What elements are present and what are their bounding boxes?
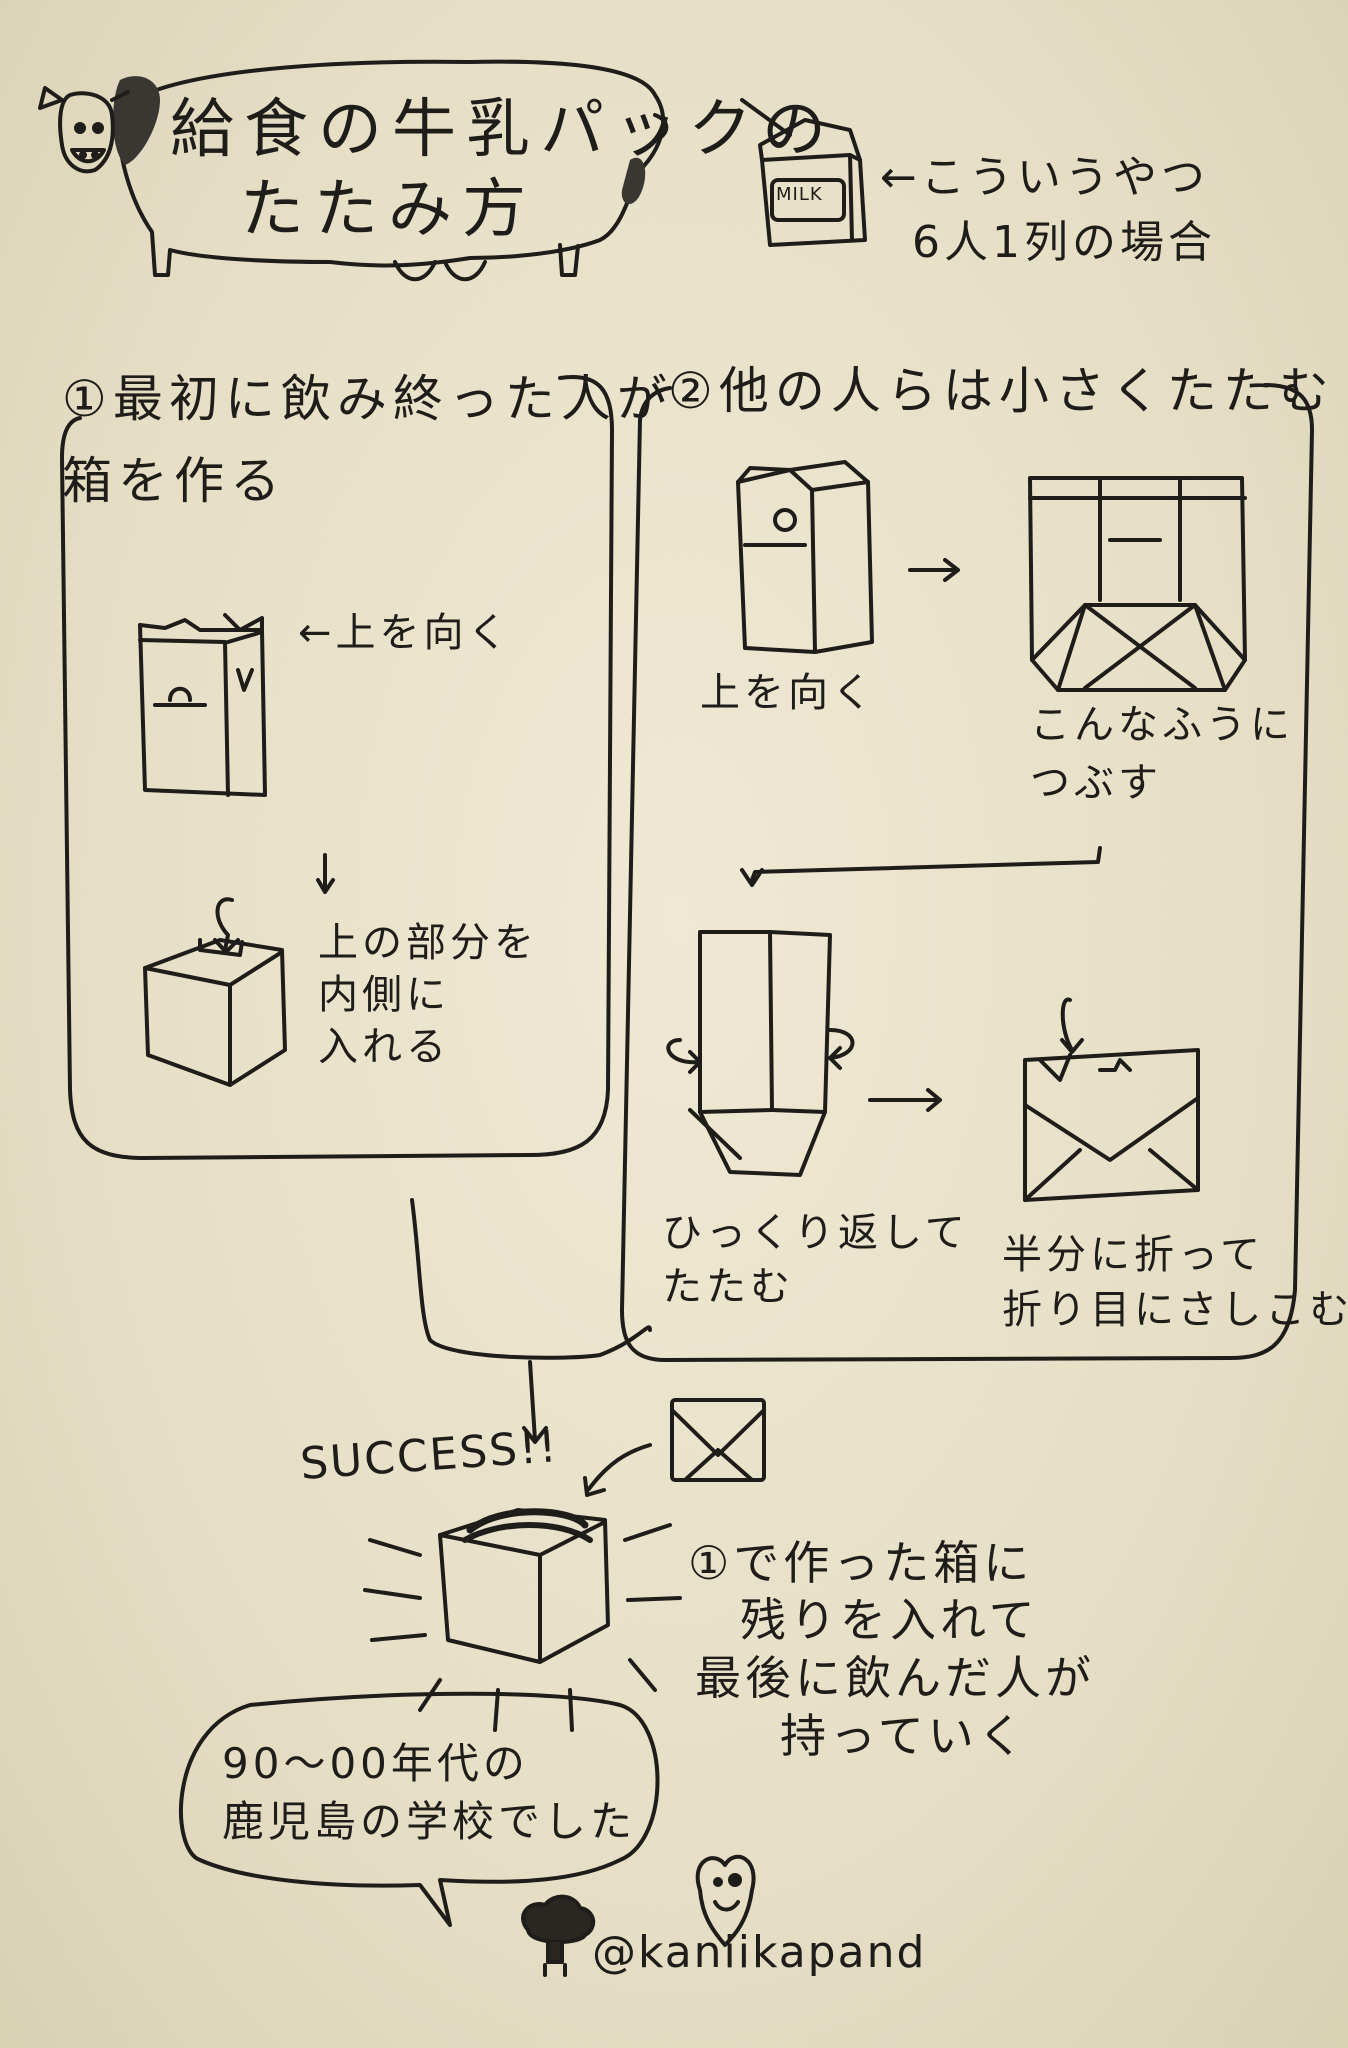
success-box-icon [438, 1508, 610, 1664]
folded-envelope-icon [670, 1398, 766, 1482]
carton-flattened-icon [1028, 476, 1247, 692]
merge-line [410, 1198, 652, 1360]
mascot-heart-icon [695, 1854, 756, 1947]
mushroom-avatar-icon [521, 1894, 596, 1977]
carton-note-line1: ←こういうやつ [880, 152, 1209, 203]
carton-box-icon [143, 897, 287, 1087]
step1-caption-top: ←上を向く [298, 610, 512, 656]
carton-open-top-icon [138, 613, 267, 797]
step1-caption-bottom-2: 内側に [318, 972, 450, 1018]
carton-note-line2: 6人1列の場合 [912, 217, 1216, 268]
result-text-1: ①で作った箱に [688, 1536, 1034, 1590]
author-signature: @kaniikapand [592, 1927, 927, 1978]
step2-caption-c-2: たたむ [662, 1264, 794, 1310]
step2-caption-a: 上を向く [700, 670, 876, 716]
arrow-right-icon-2 [868, 1088, 942, 1112]
cow-banner-icon [38, 59, 669, 282]
arrow-down-icon-2 [522, 1360, 548, 1444]
step2-heading: ②他の人らは小さくたたむ [668, 362, 1335, 420]
step2-caption-b-2: つぶす [1030, 760, 1162, 806]
arrow-down-long-icon [740, 846, 1102, 887]
result-text-3: 最後に飲んだ人が [695, 1651, 1095, 1705]
step2-caption-c-1: ひっくり返して [662, 1210, 969, 1256]
step1-heading: ①最初に飲み終った人が [62, 370, 673, 428]
page-title-line2: たたみ方 [240, 173, 536, 247]
step1-frame [60, 375, 614, 1160]
arrow-down-icon [316, 853, 335, 894]
step1-heading-line2: 箱を作る [62, 452, 286, 510]
arrow-curve-icon [583, 1443, 652, 1497]
bubble-line2: 鹿児島の学校でした [222, 1797, 637, 1846]
step2-caption-d-1: 半分に折って [1002, 1232, 1264, 1278]
step2-frame [620, 383, 1314, 1362]
milk-label: MILK [776, 184, 823, 205]
sparkle-rays-icon [363, 1523, 682, 1732]
result-text-2: 残りを入れて [740, 1593, 1039, 1647]
arrow-right-icon [908, 558, 960, 582]
carton-strip-icon [666, 930, 855, 1177]
milk-carton-icon [740, 98, 867, 247]
step2-caption-d-2: 折り目にさしこむ [1002, 1287, 1348, 1333]
step2-caption-b-1: こんなふうに [1030, 702, 1294, 748]
step1-caption-bottom-1: 上の部分を [318, 920, 538, 966]
page-title: 給食の牛乳パックの [170, 93, 836, 167]
carton-top-up-icon [736, 460, 874, 654]
step1-caption-bottom-3: 入れる [318, 1024, 450, 1070]
bubble-line1: 90〜00年代の [222, 1739, 529, 1788]
speech-bubble [179, 1691, 660, 1927]
carton-folded-icon [1023, 997, 1200, 1202]
result-text-4: 持っていく [780, 1709, 1028, 1763]
